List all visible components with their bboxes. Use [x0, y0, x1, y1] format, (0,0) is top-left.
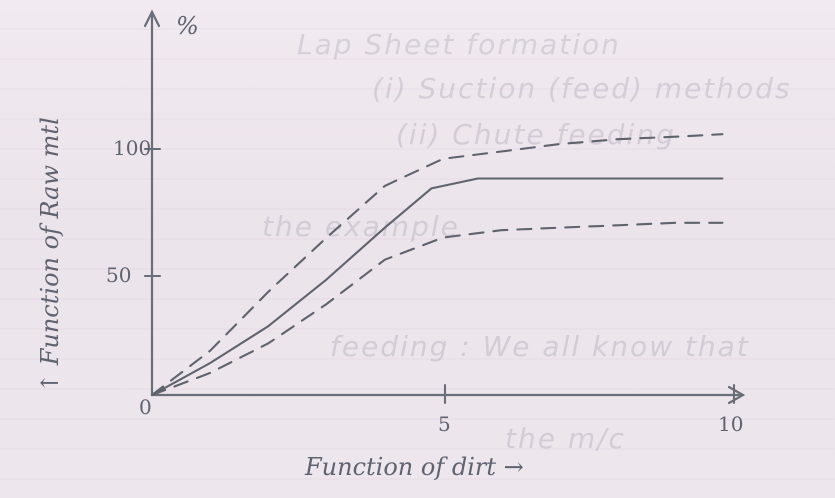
- background-handwriting-line-1: Lap Sheet formation: [297, 28, 621, 61]
- dashed-boundary-line-1: [150, 133, 724, 397]
- y-unit-label: %: [176, 12, 199, 40]
- x-tick-label-10: 10: [718, 412, 743, 436]
- x-tick-label-0: 0: [139, 395, 152, 419]
- y-axis-label: ↑ Function of Raw mtl: [36, 117, 64, 393]
- background-handwriting-line-5: feeding : We all know that: [330, 330, 750, 363]
- y-tick-label-100: 100: [113, 136, 151, 160]
- x-axis-label: Function of dirt →: [304, 453, 524, 481]
- solid-curve-line: [150, 177, 724, 397]
- background-handwriting-line-4: the example: [262, 210, 460, 243]
- background-handwriting-line-3: (ii) Chute feeding: [396, 118, 676, 151]
- background-handwriting-line-2: (i) Suction (feed) methods: [372, 72, 792, 105]
- series-group: [150, 133, 724, 397]
- y-tick-label-50: 50: [106, 263, 131, 287]
- background-handwriting-line-6: the m/c: [505, 422, 626, 455]
- x-tick-label-5: 5: [438, 412, 451, 436]
- y-axis-arrowhead: [143, 9, 161, 28]
- axes: 0 5 10 50 100 % Function of dirt → ↑ Fun…: [36, 9, 746, 481]
- dashed-boundary-line-2: [150, 221, 724, 397]
